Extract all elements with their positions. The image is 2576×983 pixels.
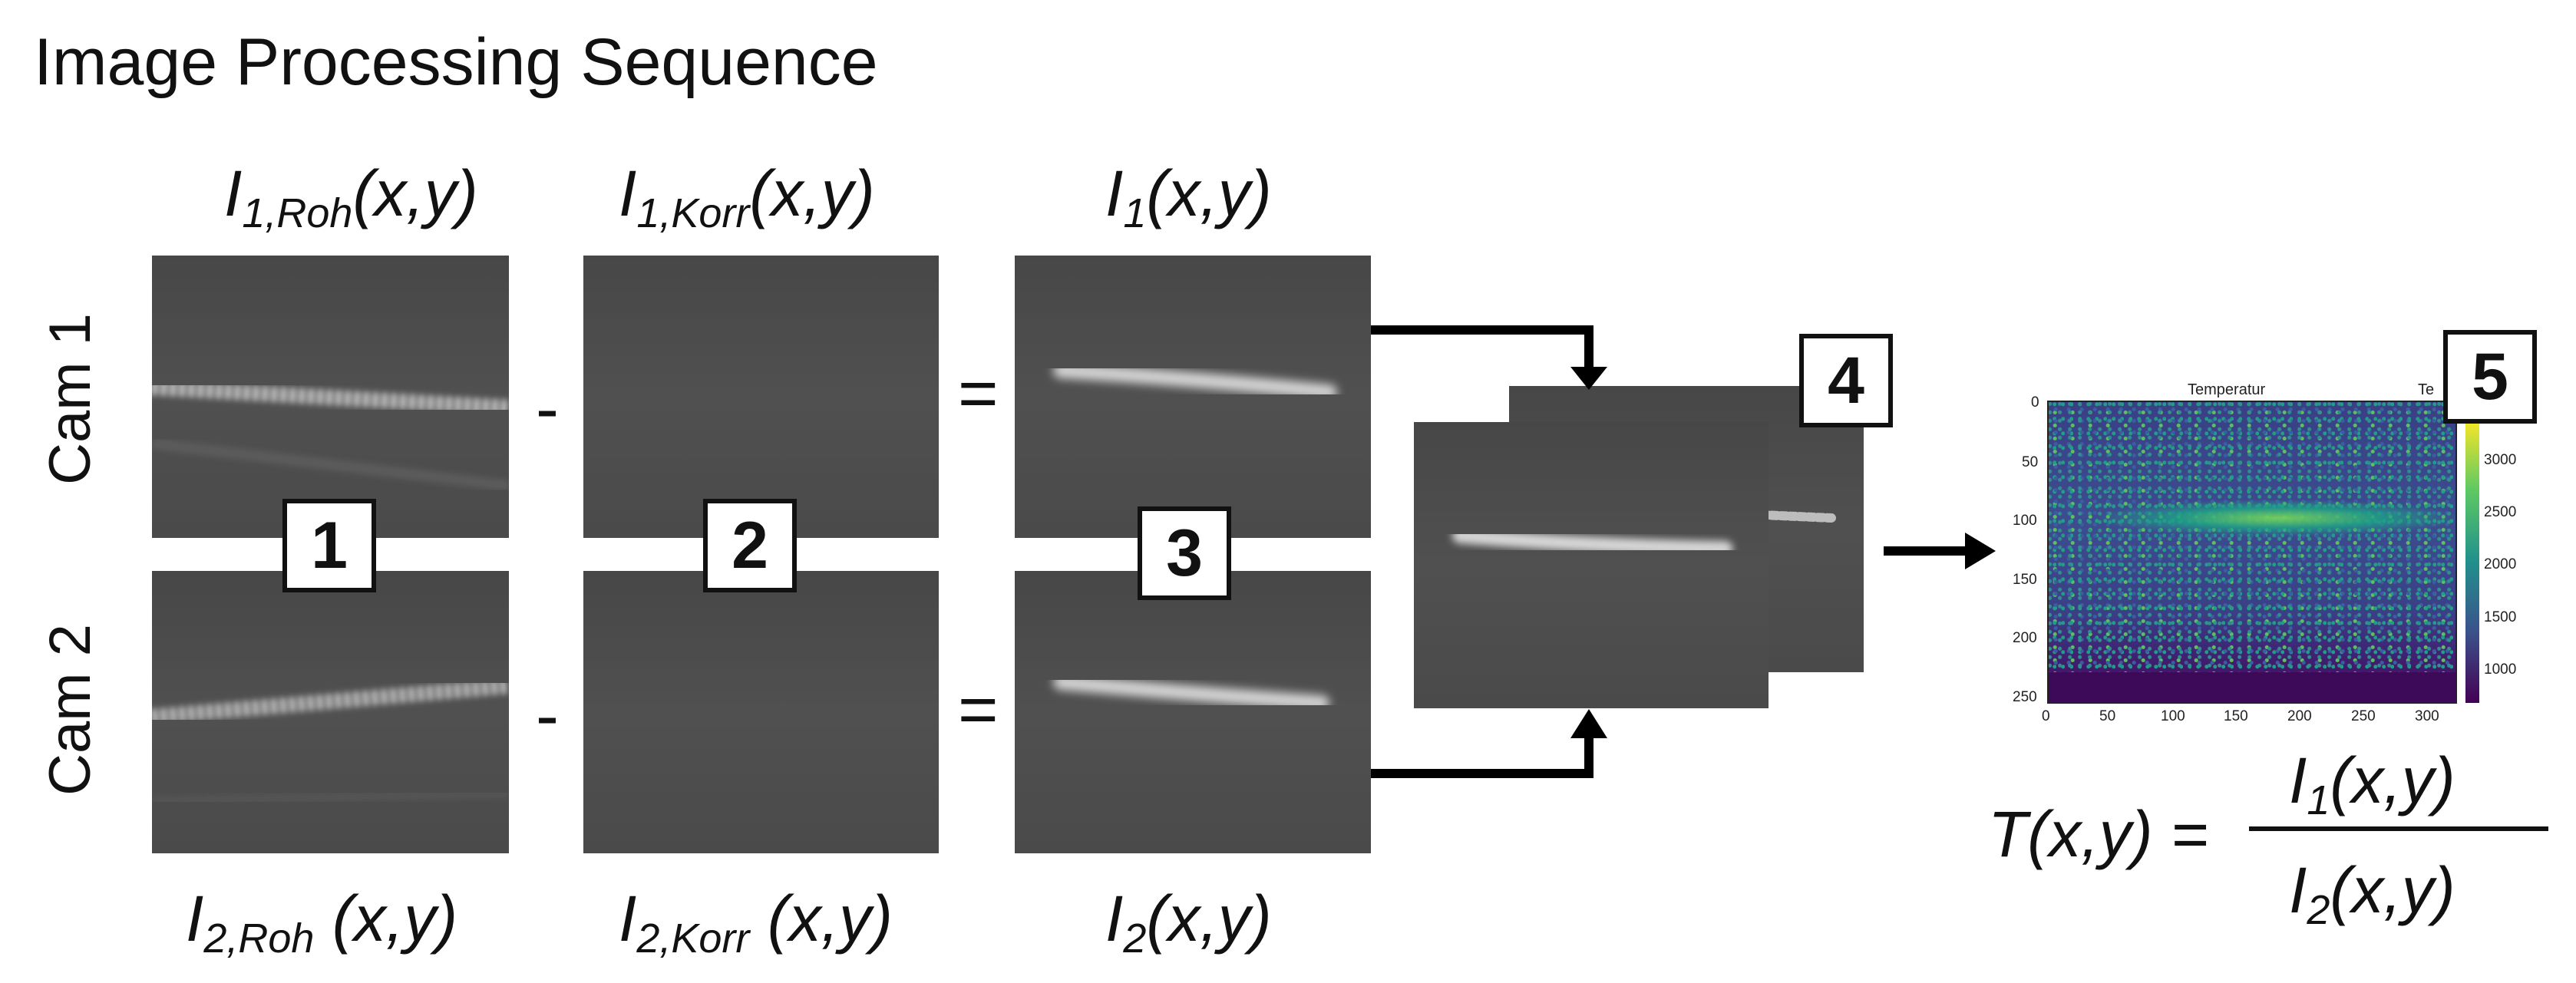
cbar-tick-1500: 1500 (2484, 609, 2517, 625)
plot-title-right: Te (2418, 381, 2435, 398)
streak-cam1-result (1053, 363, 1337, 400)
label-i1-korr: I1,Korr(x,y) (619, 157, 875, 237)
overlay-front-image (1414, 422, 1769, 708)
equals-operator-bottom: = (958, 671, 999, 748)
x-tick-250: 250 (2351, 708, 2376, 724)
x-tick-100: 100 (2161, 708, 2185, 724)
arrow-top-to-overlay (1371, 325, 1593, 368)
x-tick-300: 300 (2415, 708, 2439, 724)
fraction-bar (2249, 826, 2548, 831)
image-cam2-correction (583, 571, 939, 853)
step-badge-1: 1 (282, 499, 376, 592)
label-i1-roh: I1,Roh(x,y) (224, 157, 478, 237)
y-tick-0: 0 (2031, 394, 2039, 411)
image-cam2-raw (152, 571, 509, 853)
cbar-tick-2000: 2000 (2484, 556, 2517, 572)
minus-operator-bottom: - (536, 678, 559, 754)
plot-title: Temperatur (2188, 381, 2266, 398)
step-badge-2: 2 (703, 499, 797, 592)
image-cam1-result (1015, 256, 1371, 538)
image-cam2-result (1015, 571, 1371, 853)
y-tick-150: 150 (2013, 572, 2037, 588)
cbar-tick-3000: 3000 (2484, 452, 2517, 468)
y-tick-250: 250 (2013, 689, 2037, 705)
step-badge-5: 5 (2443, 330, 2537, 424)
x-tick-150: 150 (2224, 708, 2248, 724)
temperature-heatmap (2048, 401, 2456, 703)
formula-lhs: T(x,y) = (1988, 798, 2208, 870)
x-tick-0: 0 (2042, 708, 2050, 724)
streak-cam2-raw (152, 678, 509, 806)
cbar-tick-2500: 2500 (2484, 504, 2517, 520)
page-title: Image Processing Sequence (34, 25, 878, 99)
label-i1: I1(x,y) (1105, 157, 1272, 237)
y-tick-50: 50 (2022, 454, 2039, 470)
streak-cam1-raw (152, 380, 509, 491)
label-i2: I2(x,y) (1105, 882, 1272, 962)
minus-operator-top: - (536, 371, 559, 447)
image-cam1-raw (152, 256, 509, 538)
label-i2-roh: I2,Roh (x,y) (186, 882, 458, 962)
image-cam1-correction (583, 256, 939, 538)
equals-operator-top: = (958, 355, 999, 432)
x-tick-200: 200 (2287, 708, 2312, 724)
streak-cam2-result (1053, 675, 1329, 711)
formula-numerator: I1(x,y) (2289, 744, 2455, 824)
y-tick-100: 100 (2013, 513, 2037, 529)
label-i2-korr: I2,Korr (x,y) (619, 882, 893, 962)
x-tick-50: 50 (2099, 708, 2116, 724)
y-tick-200: 200 (2013, 630, 2037, 646)
step-badge-4: 4 (1799, 334, 1893, 427)
arrow-bottom-to-overlay (1371, 737, 1593, 778)
cbar-tick-1000: 1000 (2484, 661, 2517, 678)
step-badge-3: 3 (1138, 506, 1231, 600)
formula-denominator: I2(x,y) (2289, 854, 2455, 934)
colorbar (2465, 418, 2479, 703)
